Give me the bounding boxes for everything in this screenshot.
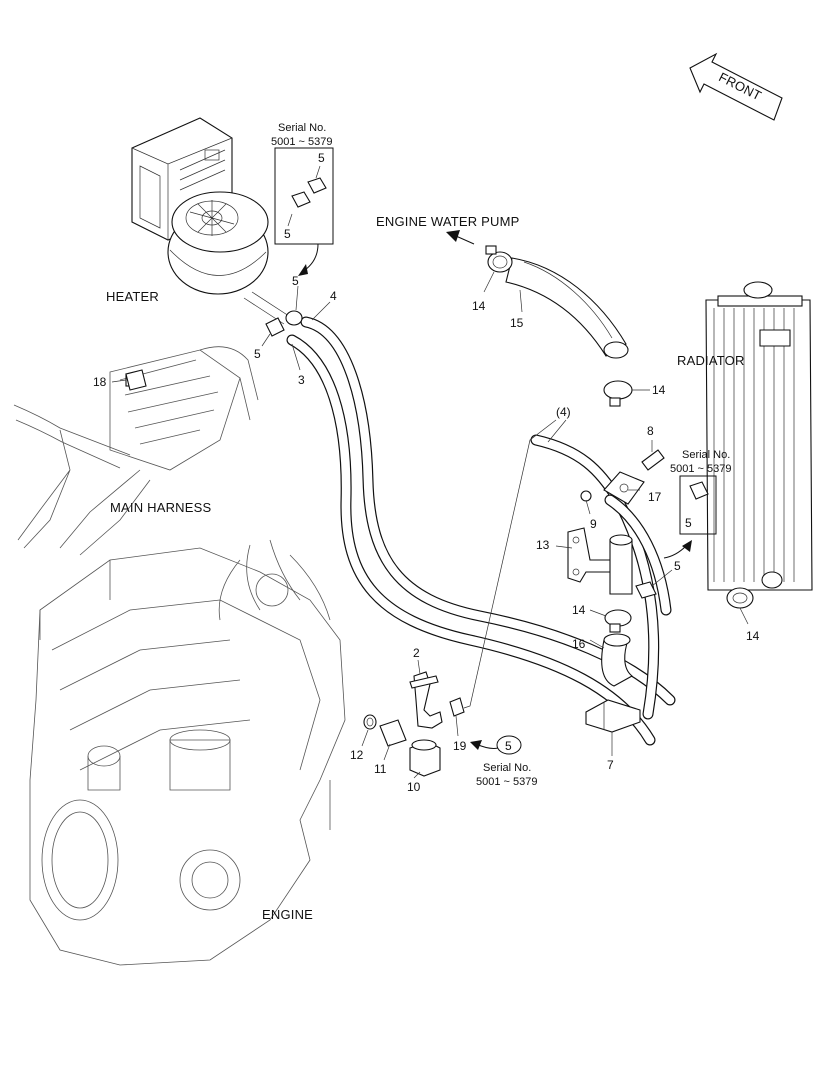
relay-18 xyxy=(125,369,147,391)
svg-text:5001 ~ 5379: 5001 ~ 5379 xyxy=(670,463,731,475)
clamp-5-right xyxy=(635,581,657,599)
callout-12: 12 xyxy=(350,748,364,762)
callout-14-low: 14 xyxy=(572,603,586,617)
clamp-19 xyxy=(449,697,465,717)
callout-19: 19 xyxy=(453,739,467,753)
callout-8: 8 xyxy=(647,424,654,438)
clamp-14-low xyxy=(604,609,632,633)
water-pump-arrow xyxy=(446,230,475,245)
callout-9: 9 xyxy=(590,517,597,531)
callout-15: 15 xyxy=(510,316,524,330)
engine-label: ENGINE xyxy=(262,907,313,922)
callout-5-heater-lower: 5 xyxy=(254,347,261,361)
svg-text:5: 5 xyxy=(284,227,291,241)
valve-2 xyxy=(409,671,443,729)
callout-14-mid: 14 xyxy=(652,383,666,397)
svg-text:5001 ~ 5379: 5001 ~ 5379 xyxy=(476,776,537,788)
svg-text:Serial No.: Serial No. xyxy=(278,122,326,134)
callout-16: 16 xyxy=(572,637,586,651)
clamp-7 xyxy=(585,699,641,733)
svg-text:5: 5 xyxy=(318,151,325,165)
callout-14-radiator: 14 xyxy=(746,629,760,643)
callout-17: 17 xyxy=(648,490,662,504)
hose-15 xyxy=(505,257,629,359)
callout-4-ref: (4) xyxy=(556,405,571,419)
callout-5-heater-upper: 5 xyxy=(292,274,299,288)
svg-text:Serial No.: Serial No. xyxy=(483,762,531,774)
engine-water-pump-label: ENGINE WATER PUMP xyxy=(376,214,520,229)
elbow-10 xyxy=(409,739,441,777)
front-arrow: FRONT xyxy=(689,52,783,121)
engine-drawing xyxy=(29,539,346,966)
clamp-5-heater-lower xyxy=(265,317,285,337)
callout-2: 2 xyxy=(413,646,420,660)
clamp-5-heater-upper xyxy=(285,310,303,326)
callout-numbers: 2 3 4 (4) 5 5 5 7 8 9 10 11 12 13 14 14 … xyxy=(93,274,760,794)
bolt-8 xyxy=(641,449,665,471)
callout-3: 3 xyxy=(298,373,305,387)
heater-unit-drawing xyxy=(131,117,293,325)
clamp-14-mid xyxy=(603,380,633,407)
hose-radiator-lower xyxy=(604,494,672,616)
callout-13: 13 xyxy=(536,538,550,552)
bracket-13 xyxy=(567,527,633,595)
serial-note-right: Serial No. 5001 ~ 5379 5 xyxy=(663,449,731,559)
washer-12 xyxy=(363,714,377,730)
hose-4 xyxy=(300,316,676,706)
clamp-14-top xyxy=(485,245,513,273)
clamp-14-radiator xyxy=(726,587,754,609)
callout-10: 10 xyxy=(407,780,421,794)
bolt-9 xyxy=(580,490,592,502)
main-harness-label: MAIN HARNESS xyxy=(110,500,211,515)
callout-7: 7 xyxy=(607,758,614,772)
pipe-16 xyxy=(601,633,633,687)
radiator-label: RADIATOR xyxy=(677,353,745,368)
svg-text:5001 ~ 5379: 5001 ~ 5379 xyxy=(271,136,332,148)
callout-11: 11 xyxy=(374,762,387,776)
heater-label: HEATER xyxy=(106,289,159,304)
bracket-17 xyxy=(603,471,645,505)
adapter-11 xyxy=(379,719,407,747)
radiator-drawing xyxy=(705,281,813,591)
svg-text:5: 5 xyxy=(505,739,512,753)
svg-text:Serial No.: Serial No. xyxy=(682,449,730,461)
callout-4: 4 xyxy=(330,289,337,303)
hose-3 xyxy=(286,334,656,746)
callout-18: 18 xyxy=(93,375,107,389)
serial-note-top: Serial No. 5001 ~ 5379 5 5 xyxy=(271,122,334,276)
svg-text:5: 5 xyxy=(685,516,692,530)
callout-5-right: 5 xyxy=(674,559,681,573)
callout-14-top: 14 xyxy=(472,299,486,313)
leader-lines xyxy=(111,271,749,779)
serial-note-bottom: 5 Serial No. 5001 ~ 5379 xyxy=(470,735,537,788)
